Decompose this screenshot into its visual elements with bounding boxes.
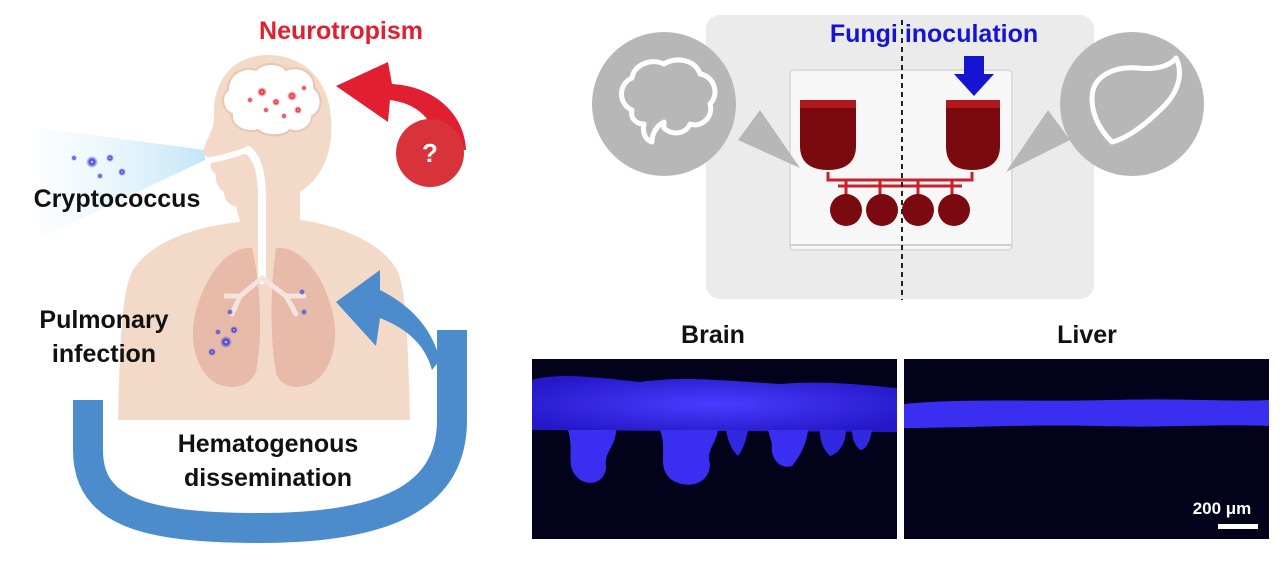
neurotropism-label: Neurotropism bbox=[259, 17, 423, 45]
well-3 bbox=[902, 194, 934, 226]
bronchi bbox=[223, 275, 307, 317]
down-arrow-icon bbox=[954, 56, 994, 96]
lung-fungi-dots bbox=[208, 289, 307, 356]
microchannels bbox=[826, 172, 974, 196]
hematogenous-arrow bbox=[73, 360, 467, 544]
pulmonary-entry-arrowhead bbox=[336, 270, 440, 370]
brain-shape bbox=[222, 63, 322, 137]
infection-route-diagram bbox=[40, 55, 467, 544]
liver-fluorescence-image bbox=[904, 359, 1269, 539]
brain-callout bbox=[592, 32, 800, 176]
liver-chamber bbox=[946, 104, 1000, 170]
question-mark-label: ? bbox=[422, 138, 438, 168]
well-4 bbox=[938, 194, 970, 226]
hematogenous-label-line2: dissemination bbox=[184, 464, 352, 492]
well-2 bbox=[866, 194, 898, 226]
trachea bbox=[244, 146, 266, 284]
pulmonary-label-line1: Pulmonary bbox=[39, 306, 168, 334]
brain-icon bbox=[619, 57, 718, 145]
inhalation-spray bbox=[40, 128, 205, 238]
brain-chamber bbox=[800, 104, 856, 170]
scale-bar bbox=[1218, 524, 1258, 529]
fungi-inoculation-label: Fungi inoculation bbox=[830, 20, 1038, 48]
pulmonary-label-line2: infection bbox=[52, 340, 156, 368]
hematogenous-label-line1: Hematogenous bbox=[178, 430, 359, 458]
liver-icon bbox=[1089, 55, 1182, 145]
brain-fungi-dots bbox=[247, 85, 307, 119]
right-lung bbox=[271, 247, 336, 387]
well-1 bbox=[830, 194, 862, 226]
unknown-route-marker bbox=[396, 119, 464, 187]
chip-photo-panel bbox=[706, 15, 1094, 300]
cryptococcus-label: Cryptococcus bbox=[34, 185, 201, 213]
spore-dots-icon bbox=[71, 154, 126, 179]
brain-fluorescence-image bbox=[532, 359, 897, 539]
scale-bar-label: 200 μm bbox=[1193, 499, 1252, 518]
liver-panel-title: Liver bbox=[1057, 321, 1117, 349]
liver-callout bbox=[1006, 32, 1204, 176]
brain-panel-title: Brain bbox=[681, 321, 745, 349]
